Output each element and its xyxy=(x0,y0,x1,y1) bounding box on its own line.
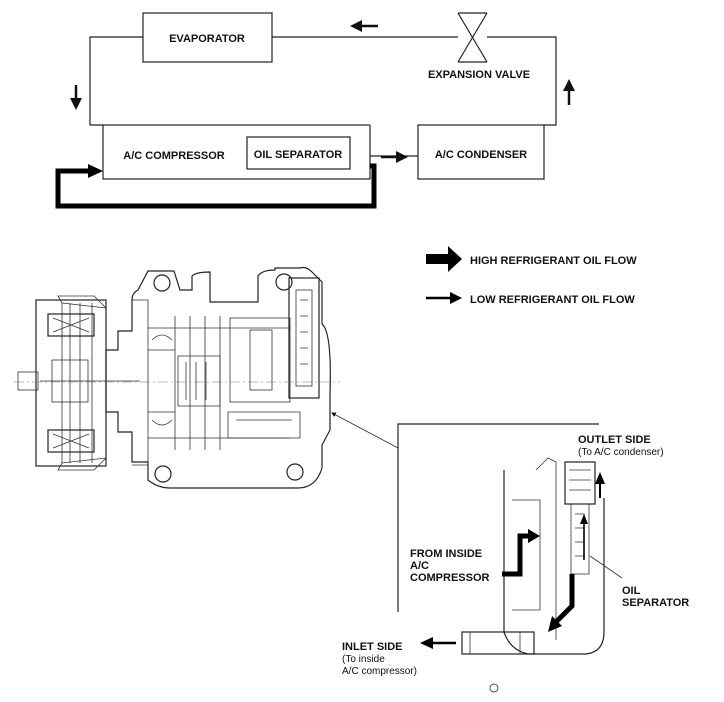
evaporator-label: EVAPORATOR xyxy=(169,33,245,45)
legend-high-label: HIGH REFRIGERANT OIL FLOW xyxy=(470,255,637,267)
inlet-arrow xyxy=(420,637,456,649)
expansion-valve-label: EXPANSION VALVE xyxy=(428,69,530,81)
oil-separator-detail-label-line2: SEPARATOR xyxy=(622,597,689,609)
outlet-side-label: OUTLET SIDE xyxy=(578,434,651,446)
from-inside-label-line3: COMPRESSOR xyxy=(410,572,490,584)
oil-separator-box xyxy=(246,136,351,170)
oil-separator-detail: OUTLET SIDE (To A/C condenser) FROM INSI… xyxy=(342,423,689,693)
inlet-side-note-line2: A/C compressor) xyxy=(342,666,417,677)
detail-high-flow-path xyxy=(502,529,575,632)
oil-separator-label: OIL SEPARATOR xyxy=(254,149,342,161)
flow-arrow-left xyxy=(350,20,378,32)
compressor-box xyxy=(102,124,371,180)
detail-low-flow-arrow xyxy=(580,514,588,560)
flow-arrow-down xyxy=(70,85,82,110)
inlet-side-label: INLET SIDE xyxy=(342,641,403,653)
expansion-valve-icon xyxy=(457,12,488,63)
inlet-side-note-line1: (To inside xyxy=(342,654,385,665)
evaporator-box xyxy=(142,12,273,63)
outlet-side-note: (To A/C condenser) xyxy=(578,447,664,458)
compressor-label: A/C COMPRESSOR xyxy=(123,150,225,162)
condenser-box xyxy=(417,124,545,180)
refrigerant-cycle: EVAPORATOR EXPANSION VALVE A/C COMPRESSO… xyxy=(55,12,575,209)
flow-arrow-right xyxy=(381,151,408,163)
high-flow-arrow-icon xyxy=(426,246,462,272)
legend-low-label: LOW REFRIGERANT OIL FLOW xyxy=(470,294,635,306)
compressor-cutaway-illustration xyxy=(14,266,340,489)
flow-arrow-up xyxy=(563,79,575,105)
condenser-label: A/C CONDENSER xyxy=(435,149,527,161)
outlet-arrow xyxy=(595,472,605,498)
oil-separator-detail-label-line1: OIL xyxy=(622,585,641,597)
oil-return-loop xyxy=(55,163,377,209)
from-inside-label-line2: A/C xyxy=(410,560,429,572)
detail-leader-line xyxy=(331,412,399,449)
legend: HIGH REFRIGERANT OIL FLOW LOW REFRIGERAN… xyxy=(426,246,637,306)
oil-separator-leader xyxy=(589,555,623,579)
from-inside-label-line1: FROM INSIDE xyxy=(410,548,482,560)
low-flow-arrow-icon xyxy=(426,292,462,304)
